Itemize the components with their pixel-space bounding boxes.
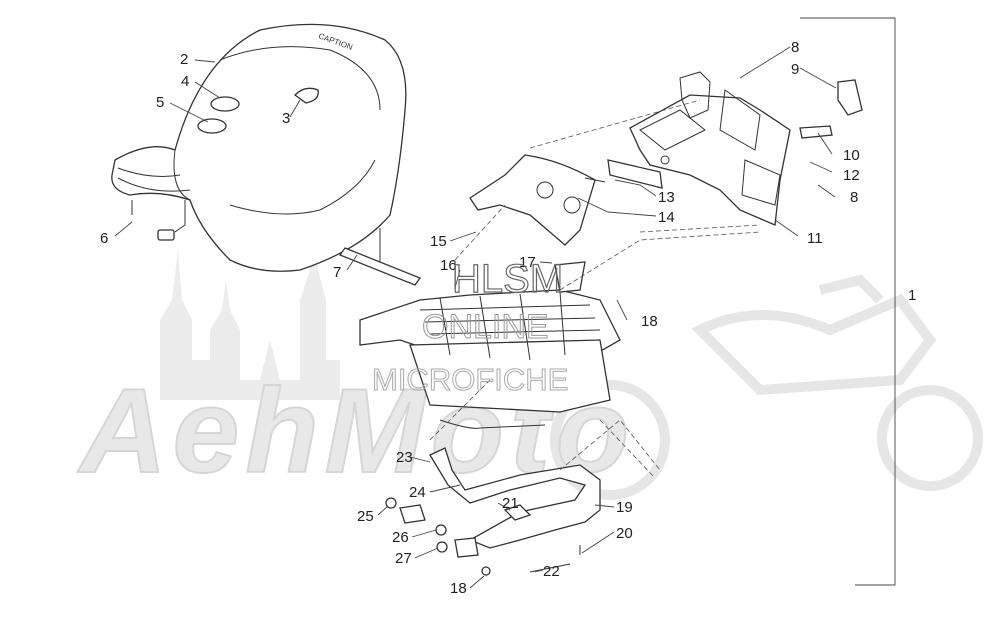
- callout-6: 6: [100, 230, 108, 247]
- callout-18b: 18: [450, 580, 467, 597]
- assembly-lines: [429, 99, 761, 479]
- watermark-motorcycle: [691, 274, 983, 491]
- callout-14: 14: [658, 209, 675, 226]
- seat: CAPTION: [111, 23, 407, 272]
- strap: [338, 228, 422, 286]
- callout-23: 23: [396, 449, 413, 466]
- callout-11: 11: [807, 230, 823, 247]
- callout-22: 22: [543, 563, 560, 580]
- callout-13: 13: [658, 189, 675, 206]
- callout-7: 7: [333, 264, 341, 281]
- watermark-overlay-line3: MICROFICHE: [372, 362, 568, 397]
- callout-10: 10: [843, 147, 860, 164]
- mounting-bracket: [469, 154, 596, 246]
- callout-26: 26: [392, 529, 409, 546]
- callout-17: 17: [519, 254, 536, 271]
- callout-18a: 18: [641, 313, 658, 330]
- rear-storage-housing: [629, 71, 791, 226]
- callout-1: 1: [908, 287, 916, 304]
- assembly-bracket: [800, 17, 896, 586]
- callout-9: 9: [791, 61, 799, 78]
- callout-5: 5: [156, 94, 164, 111]
- callout-21: 21: [502, 495, 519, 512]
- callout-12: 12: [843, 167, 860, 184]
- watermark-overlay-line1: HLSM: [452, 257, 563, 301]
- callout-15: 15: [430, 233, 447, 250]
- callout-20: 20: [616, 525, 633, 542]
- reflector-pad: [584, 159, 663, 189]
- rear-rack: [359, 261, 621, 413]
- callout-8b: 8: [850, 189, 858, 206]
- callout-4: 4: [181, 73, 189, 90]
- grab-bar: [385, 419, 601, 576]
- callout-19: 19: [616, 499, 633, 516]
- watermark-wheel-front: [550, 380, 670, 500]
- watermark-overlay: HLSM ONLINE MICROFICHE: [372, 256, 569, 397]
- callout-2: 2: [180, 51, 188, 68]
- callout-3: 3: [282, 110, 290, 127]
- callout-24: 24: [409, 484, 426, 501]
- callout-16: 16: [440, 257, 457, 274]
- callout-8a: 8: [791, 39, 799, 56]
- watermark-skyline: [160, 230, 340, 400]
- callout-27: 27: [395, 550, 412, 567]
- tail-bracket: [799, 125, 833, 139]
- watermark-overlay-line2: ONLINE: [422, 308, 549, 346]
- leader-lines: [114, 46, 837, 589]
- callout-25: 25: [357, 508, 374, 525]
- taillight-lens: [837, 79, 863, 116]
- callout-labels: 1 2 3 4 5 6 7 8 9 10 12 8 11 13 14 15 16…: [100, 39, 916, 597]
